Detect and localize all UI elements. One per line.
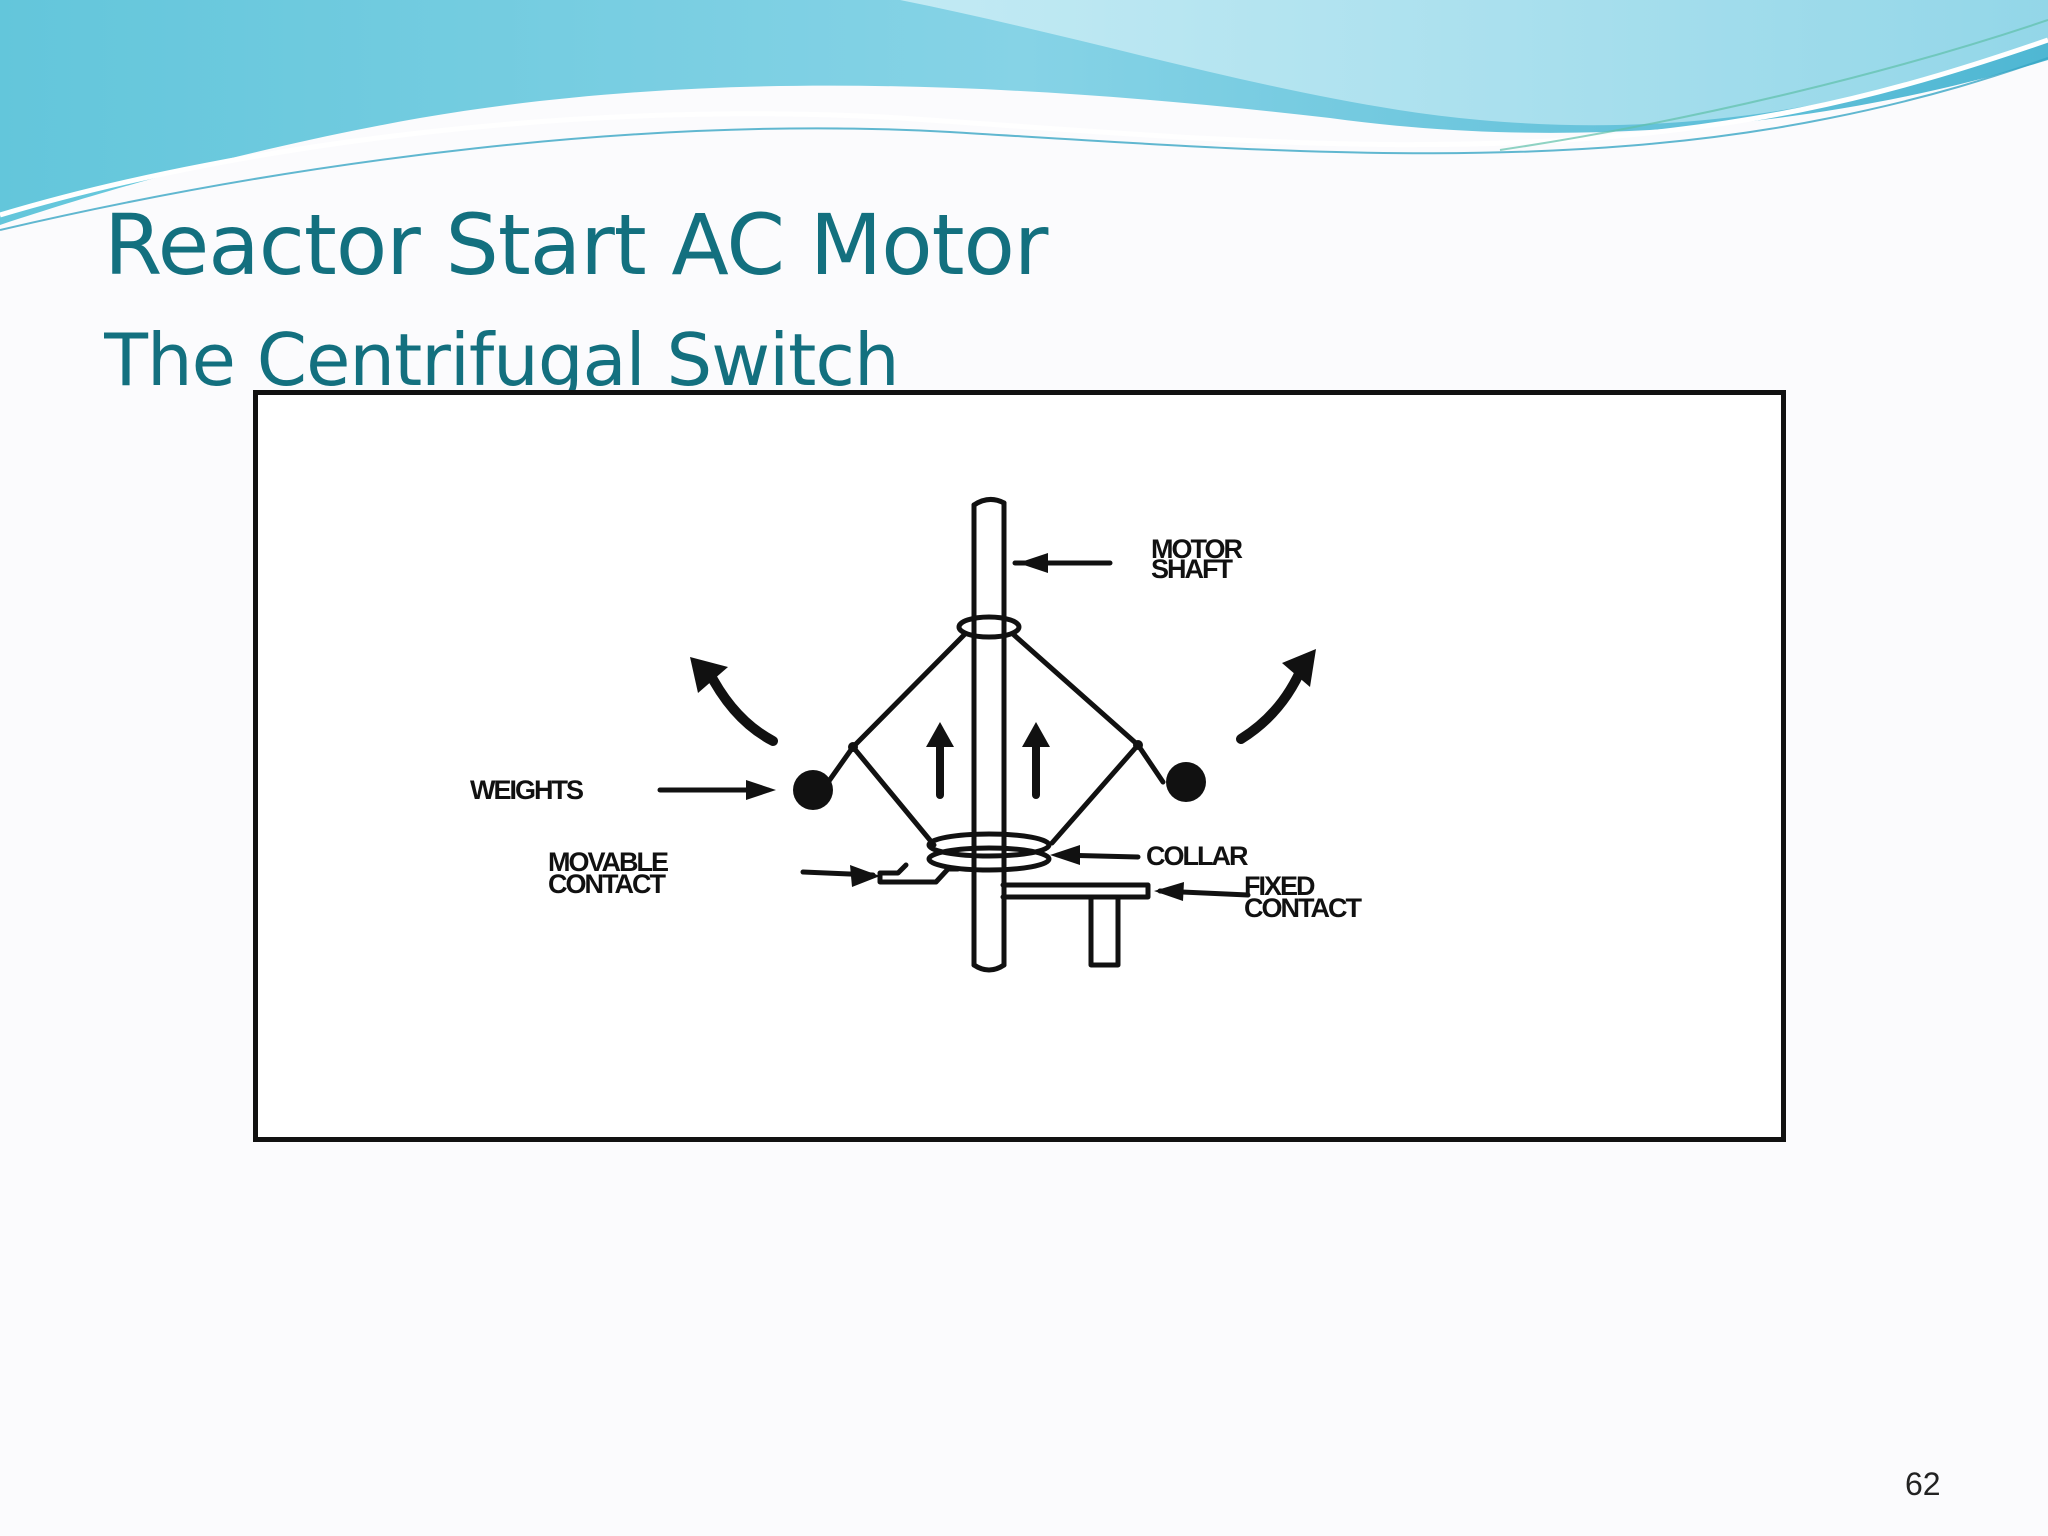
- fixed-contact-post: [1088, 894, 1121, 968]
- left-upper-arm: [850, 632, 967, 750]
- label-movable-contact-1: MOVABLE: [548, 847, 668, 877]
- label-fixed-contact-1: FIXED: [1244, 871, 1315, 901]
- fixed-contact-bar: [1000, 882, 1151, 900]
- right-pivot: [1133, 740, 1143, 750]
- centrifugal-switch-figure: MOTOR SHAFT WEIGHTS COLLAR MOVABLE CONTA…: [253, 390, 1786, 1142]
- label-collar: COLLAR: [1146, 841, 1248, 871]
- movable-contact: [877, 862, 961, 885]
- slide-title: Reactor Start AC Motor: [104, 196, 1048, 294]
- label-fixed-contact-2: CONTACT: [1244, 893, 1362, 923]
- left-lower-arm: [850, 744, 937, 848]
- right-weight-arm: [1135, 742, 1166, 785]
- collar: [926, 831, 1052, 859]
- header-wave-decoration: [0, 0, 2048, 231]
- right-upper-arm: [1011, 632, 1141, 748]
- right-lower-arm: [1049, 742, 1141, 846]
- label-movable-contact-2: CONTACT: [548, 869, 666, 899]
- right-weight: [1166, 762, 1206, 802]
- left-weight: [793, 770, 833, 810]
- motor-shaft: [971, 500, 1007, 968]
- shaft-bottom-cap: [971, 962, 1007, 973]
- label-weights: WEIGHTS: [470, 775, 583, 805]
- shaft-top-cap: [971, 497, 1007, 508]
- collar-lower: [926, 845, 1052, 873]
- right-motion-arrow: [1236, 660, 1308, 744]
- left-pivot: [848, 742, 858, 752]
- centrifugal-switch-diagram: MOTOR SHAFT WEIGHTS COLLAR MOVABLE CONTA…: [470, 497, 1364, 973]
- slide-subtitle: The Centrifugal Switch: [104, 318, 900, 390]
- left-motion-arrow: [703, 665, 778, 746]
- page-number: 62: [1905, 1466, 1941, 1502]
- upper-ring: [956, 614, 1022, 640]
- label-motor-shaft-2: SHAFT: [1151, 554, 1233, 584]
- subtitle-clip: The Centrifugal Switch: [104, 310, 1004, 390]
- label-motor-shaft-1: MOTOR: [1151, 534, 1242, 564]
